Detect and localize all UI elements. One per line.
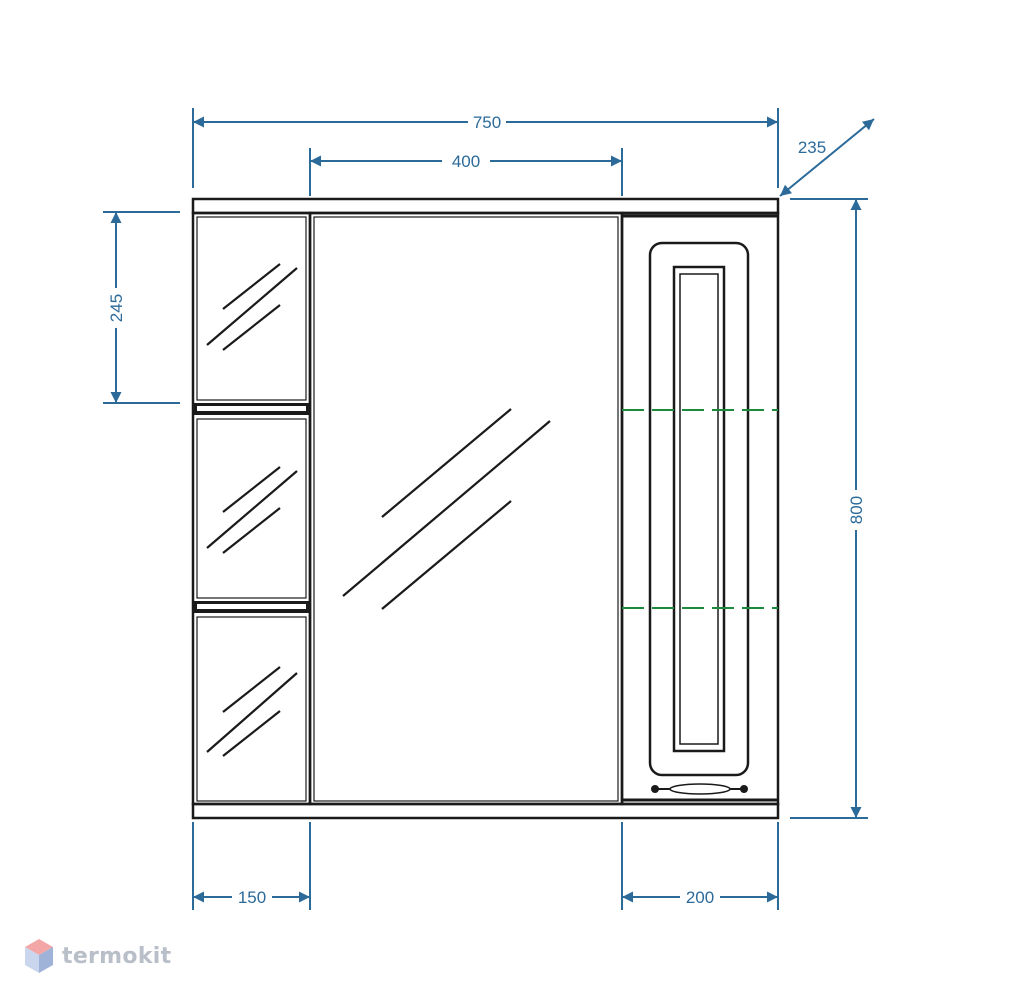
cabinet-outline <box>191 197 780 820</box>
left-mirror-panes <box>196 216 307 802</box>
left-pane-top <box>196 216 307 401</box>
label-overall-width: 750 <box>473 113 501 132</box>
dimension-lines <box>103 108 875 910</box>
top-cornice <box>191 197 780 215</box>
central-reflections <box>342 408 551 610</box>
door-raised-inner <box>679 273 719 745</box>
label-cabinet-width: 200 <box>686 888 714 907</box>
handle-knob-left <box>651 785 659 793</box>
brand-name: termokit <box>62 943 172 969</box>
door-raised-outer <box>672 265 726 753</box>
central-mirror <box>308 211 624 806</box>
cabinet-door <box>648 241 750 777</box>
left-shelf-lower-inner <box>197 604 306 609</box>
handle-grip <box>669 783 731 795</box>
right-cabinet-frame <box>620 211 780 806</box>
brand-watermark: termokit <box>24 934 171 978</box>
door-handle <box>651 783 748 795</box>
label-left-width: 150 <box>238 888 266 907</box>
left-shelf-upper-inner <box>197 406 306 411</box>
label-overall-height: 800 <box>847 496 866 524</box>
label-depth: 235 <box>798 138 826 157</box>
hidden-shelf-markers <box>622 409 778 609</box>
left-pane-middle <box>196 418 307 599</box>
label-shelf-spacing: 245 <box>107 294 126 322</box>
left-pane-bottom <box>196 616 307 802</box>
central-mirror-inner <box>313 216 619 802</box>
bottom-plinth <box>191 802 780 820</box>
door-outer-panel <box>648 241 750 777</box>
left-shelves <box>193 403 310 613</box>
left-reflections <box>206 263 298 757</box>
central-mirror-outer <box>308 211 624 806</box>
label-mirror-width: 400 <box>452 152 480 171</box>
cube-logo-icon <box>25 939 53 973</box>
dimension-labels: 750 400 235 245 800 150 200 <box>107 113 866 907</box>
dim-line-depth <box>779 118 875 197</box>
handle-knob-right <box>740 785 748 793</box>
